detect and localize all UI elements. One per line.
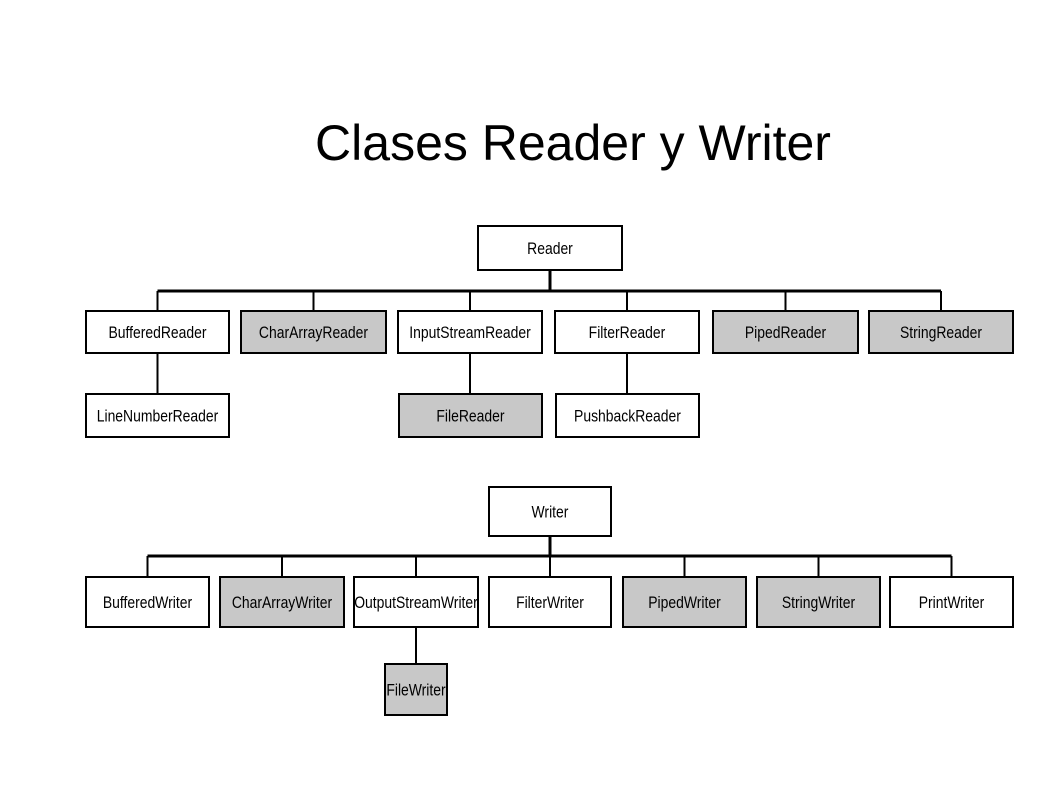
class-label-pushbackreader: PushbackReader (574, 407, 681, 426)
class-node-stringreader: StringReader (868, 310, 1014, 354)
class-node-inputstreamreader: InputStreamReader (397, 310, 543, 354)
class-box-inputstreamreader (397, 310, 543, 354)
class-box-reader (477, 225, 623, 271)
class-label-bufferedwriter: BufferedWriter (103, 594, 192, 613)
class-box-bufferedreader (85, 310, 230, 354)
class-box-pipedwriter (622, 576, 747, 628)
class-label-printwriter: PrintWriter (919, 594, 985, 613)
class-box-filereader (398, 393, 543, 438)
class-node-filereader: FileReader (398, 393, 543, 438)
class-node-bufferedreader: BufferedReader (85, 310, 230, 354)
class-node-chararrayreader: CharArrayReader (240, 310, 387, 354)
class-label-writer: Writer (532, 503, 569, 522)
class-box-writer (488, 486, 612, 537)
class-label-chararraywriter: CharArrayWriter (232, 594, 332, 613)
class-node-filewriter: FileWriter (384, 663, 448, 716)
class-box-filterreader (554, 310, 700, 354)
class-node-stringwriter: StringWriter (756, 576, 881, 628)
class-node-filterreader: FilterReader (554, 310, 700, 354)
class-label-inputstreamreader: InputStreamReader (409, 324, 531, 343)
class-box-filterwriter (488, 576, 612, 628)
class-box-filewriter (384, 663, 448, 716)
class-box-linenumberreader (85, 393, 230, 438)
class-node-writer: Writer (488, 486, 612, 537)
class-node-pipedwriter: PipedWriter (622, 576, 747, 628)
class-label-pipedreader: PipedReader (745, 324, 826, 343)
class-label-filterwriter: FilterWriter (516, 594, 584, 613)
class-label-filewriter: FileWriter (386, 681, 445, 700)
class-label-linenumberreader: LineNumberReader (97, 407, 219, 426)
class-node-chararraywriter: CharArrayWriter (219, 576, 345, 628)
class-node-reader: Reader (477, 225, 623, 271)
class-box-pushbackreader (555, 393, 700, 438)
class-node-bufferedwriter: BufferedWriter (85, 576, 210, 628)
class-label-stringreader: StringReader (900, 324, 982, 343)
class-box-printwriter (889, 576, 1014, 628)
class-box-chararrayreader (240, 310, 387, 354)
class-node-outputstreamwriter: OutputStreamWriter (353, 576, 479, 628)
slide-title: Clases Reader y Writer (315, 115, 831, 171)
class-label-filereader: FileReader (436, 407, 504, 426)
class-box-bufferedwriter (85, 576, 210, 628)
class-box-stringwriter (756, 576, 881, 628)
class-label-bufferedreader: BufferedReader (108, 324, 206, 343)
class-label-pipedwriter: PipedWriter (648, 594, 721, 613)
class-label-reader: Reader (527, 240, 573, 259)
class-label-outputstreamwriter: OutputStreamWriter (354, 594, 478, 613)
class-node-linenumberreader: LineNumberReader (85, 393, 230, 438)
class-label-stringwriter: StringWriter (782, 594, 855, 613)
class-box-pipedreader (712, 310, 859, 354)
class-box-chararraywriter (219, 576, 345, 628)
class-label-filterreader: FilterReader (589, 324, 666, 343)
class-node-printwriter: PrintWriter (889, 576, 1014, 628)
class-label-chararrayreader: CharArrayReader (259, 324, 368, 343)
class-node-filterwriter: FilterWriter (488, 576, 612, 628)
class-node-pushbackreader: PushbackReader (555, 393, 700, 438)
class-box-stringreader (868, 310, 1014, 354)
class-node-pipedreader: PipedReader (712, 310, 859, 354)
